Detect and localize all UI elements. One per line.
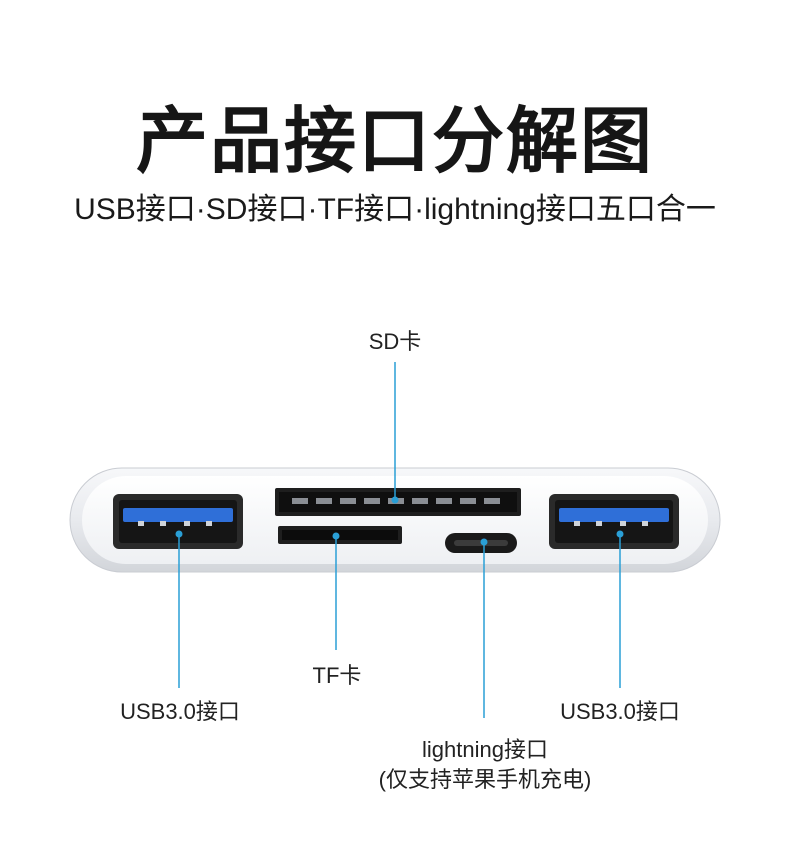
sd-card-slot: [275, 488, 521, 516]
sd-card-label: SD卡: [368, 329, 422, 354]
callout-usb-right: [616, 530, 624, 688]
usb-port-right: [549, 494, 679, 549]
usb-port-left: [113, 494, 243, 549]
tf-card-slot: [278, 526, 402, 544]
callout-tf: [332, 532, 340, 650]
callout-usb-left: [175, 530, 183, 688]
page-subtitle: USB接口·SD接口·TF接口·lightning接口五口合一: [74, 193, 716, 226]
lightning-label: lightning接口: [422, 737, 548, 762]
usb-left-label: USB3.0接口: [120, 699, 240, 724]
usb-right-label: USB3.0接口: [560, 699, 680, 724]
page-title: 产品接口分解图: [135, 102, 654, 182]
lightning-note: (仅支持苹果手机充电): [378, 767, 592, 792]
callout-sd: [391, 362, 399, 504]
tf-card-label: TF卡: [312, 663, 362, 688]
callout-lightning: [480, 538, 488, 718]
